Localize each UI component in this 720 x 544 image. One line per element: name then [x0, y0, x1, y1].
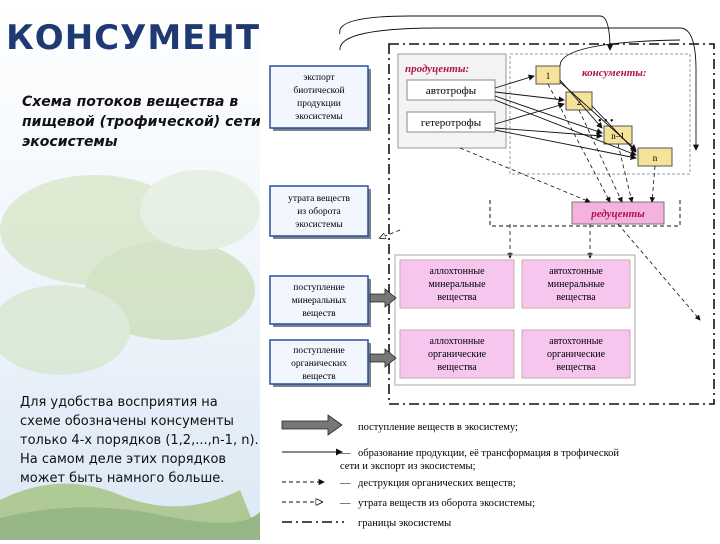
legend-loss-dash: — — [339, 498, 351, 509]
legend-loss-label: утрата веществ из оборота экосистемы; — [358, 498, 535, 509]
reducer-flow-line — [489, 200, 681, 227]
pool-allochthonous-organic: аллохтонные органические вещества — [399, 329, 515, 379]
autotrophs-label: автотрофы — [426, 85, 477, 97]
legend-production: — образование продукции, её трансформаци… — [282, 448, 619, 472]
legend-inflow-symbol — [281, 414, 343, 436]
consumer-level-n-minus-1-label: n–1 — [611, 131, 625, 141]
pool-auto-org-line1: автохтонные — [549, 336, 603, 347]
heterotrophs-label: гетеротрофы — [421, 117, 482, 129]
loss-line3: экосистемы — [295, 220, 343, 230]
destruction-arrows — [380, 83, 701, 321]
pool-allo-org-line1: аллохтонные — [429, 336, 485, 347]
organic-input-line3: веществ — [302, 372, 336, 382]
loss-line1: утрата веществ — [288, 194, 350, 204]
export-box: экспорт биотической продукции экосистемы — [269, 65, 371, 131]
export-line1: экспорт — [303, 73, 335, 83]
explanatory-note: Для удобства восприятия на схеме обознач… — [20, 395, 259, 486]
trophic-flow-diagram: продуценты: автотрофы гетеротрофы консум… — [260, 0, 720, 540]
legend-boundary: границы экосистемы — [282, 518, 451, 529]
legend-loss: — утрата веществ из оборота экосистемы; — [282, 498, 535, 509]
export-line2: биотической — [293, 85, 344, 96]
ecosystem-boundary — [388, 43, 715, 405]
legend-inflow: поступление веществ в экосистему; — [281, 414, 518, 436]
organic-input-box: поступление органических веществ — [269, 339, 371, 387]
legend-production-label-1: образование продукции, её трансформация … — [358, 448, 619, 459]
pool-allo-min-line2: минеральные — [428, 279, 486, 290]
legend-destruction-dash: — — [339, 478, 351, 489]
pool-autochthonous-mineral: автохтонные минеральные вещества — [521, 259, 631, 309]
legend-production-dash: — — [339, 448, 351, 459]
legend-production-label-2: сети и экспорт из экосистемы; — [340, 461, 476, 472]
pool-allo-min-line3: вещества — [437, 292, 477, 303]
mineral-input-line3: веществ — [302, 309, 336, 319]
legend-destruction-label: деструкция органических веществ; — [358, 478, 516, 489]
pool-auto-org-line2: органические — [547, 349, 606, 360]
export-line3: продукции — [297, 99, 341, 109]
loss-box: утрата веществ из оборота экосистемы — [269, 185, 371, 239]
pool-allochthonous-mineral: аллохтонные минеральные вещества — [399, 259, 515, 309]
legend-inflow-label: поступление веществ в экосистему; — [358, 422, 518, 433]
pool-auto-min-line1: автохтонные — [549, 266, 603, 277]
pool-auto-min-line2: минеральные — [547, 279, 605, 290]
trophic-flow-arrows — [339, 15, 700, 161]
pools-frame — [394, 254, 636, 386]
loss-line2: из оборота — [297, 206, 341, 217]
consumer-level-n-label: n — [653, 153, 658, 163]
inflow-arrows — [369, 288, 397, 368]
legend: поступление веществ в экосистему; — обра… — [281, 414, 619, 529]
consumer-level-1-label: 1 — [546, 71, 551, 81]
consumers-header: консументы: — [582, 67, 647, 79]
pool-auto-org-line3: вещества — [556, 362, 596, 373]
organic-input-line2: органических — [291, 359, 347, 369]
legend-destruction: — деструкция органических веществ; — [282, 478, 516, 489]
mineral-input-line2: минеральных — [292, 296, 347, 306]
pool-allo-org-line3: вещества — [437, 362, 477, 373]
autotrophs-box — [406, 79, 496, 101]
heterotrophs-box — [406, 111, 496, 133]
legend-boundary-label: границы экосистемы — [358, 518, 451, 529]
pool-auto-min-line3: вещества — [556, 292, 596, 303]
pool-allo-min-line1: аллохтонные — [429, 266, 485, 277]
producers-header: продуценты: — [405, 63, 469, 75]
consumer-ellipsis: • • • — [598, 116, 614, 127]
pool-allo-org-line2: органические — [428, 349, 487, 360]
mineral-input-line1: поступление — [293, 283, 345, 293]
slide-title: КОНСУМЕНТЫ — [6, 18, 297, 58]
mineral-input-box: поступление минеральных веществ — [269, 275, 371, 327]
export-line4: экосистемы — [295, 112, 343, 122]
diagram-caption: Схема потоков вещества в пищевой (трофич… — [22, 94, 261, 150]
reducers-label: редуценты — [590, 208, 645, 220]
diagram-panel: продуценты: автотрофы гетеротрофы консум… — [260, 0, 720, 540]
pool-autochthonous-organic: автохтонные органические вещества — [521, 329, 631, 379]
organic-input-line1: поступление — [293, 346, 345, 356]
